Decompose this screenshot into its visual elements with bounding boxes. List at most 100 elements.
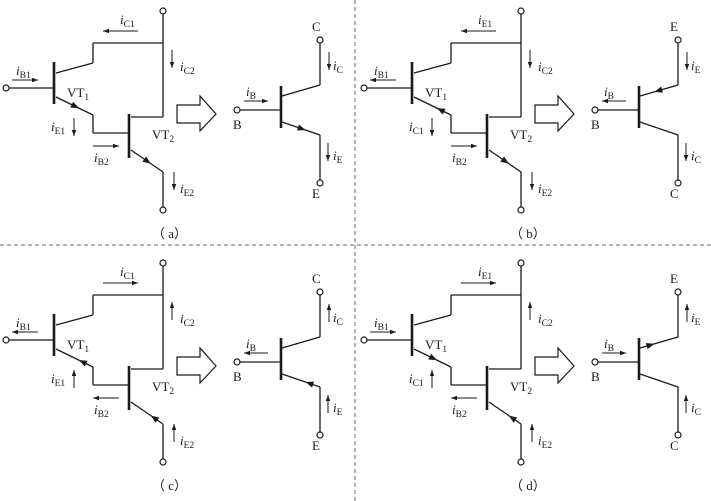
eq-base-terminal[interactable] — [233, 358, 241, 366]
vt1-label-main: VT — [425, 337, 442, 352]
eq-bottom-lead — [639, 121, 679, 136]
eq-ibot-label: iE — [333, 400, 343, 418]
top-terminal[interactable] — [159, 7, 167, 15]
i2-label-main: i — [180, 59, 184, 74]
i3-label-main: i — [16, 63, 20, 78]
eq-top-terminal[interactable] — [674, 36, 682, 44]
i6-label: iE2 — [180, 181, 194, 199]
eq-ibot-label: iC — [691, 400, 701, 418]
eq-ib-arrow-head — [262, 98, 268, 104]
eq-it-label: iC — [333, 310, 343, 328]
i4-label: iE1 — [51, 371, 65, 389]
i4-arrow-head — [429, 130, 435, 136]
eq-base-label: B — [591, 117, 600, 132]
i6-label-main: i — [538, 181, 542, 196]
eq-top-terminal[interactable] — [316, 36, 324, 44]
eq-top-terminal[interactable] — [316, 288, 324, 296]
bottom-terminal[interactable] — [517, 458, 525, 466]
eq-ib-arrow-head — [620, 350, 626, 356]
base-terminal[interactable] — [360, 336, 368, 344]
i3-label: iB1 — [374, 63, 389, 81]
i4-label: iE1 — [51, 119, 65, 137]
eq-ib-label: iB — [604, 84, 614, 102]
i5-label-sub: B2 — [98, 410, 109, 420]
eq-it-arrow-head — [684, 304, 690, 310]
i4-arrow-head — [429, 370, 435, 376]
i3-label-sub: B1 — [20, 71, 31, 81]
eq-top-label: C — [312, 271, 321, 286]
i5-label: iB2 — [94, 150, 109, 168]
equivalence-arrow — [534, 94, 575, 133]
i1-arrow-head — [103, 28, 109, 34]
i5-label: iB2 — [452, 402, 467, 420]
vt1-upper-lead — [55, 62, 94, 74]
eq-base-terminal[interactable] — [591, 358, 599, 366]
i4-label: iC1 — [409, 371, 424, 389]
i1-label: iE1 — [478, 12, 492, 30]
eq-base-terminal[interactable] — [591, 106, 599, 114]
eq-ib-label-sub: B — [250, 344, 256, 354]
eq-ibot-label-sub: E — [337, 156, 343, 166]
vt2-emitter-lead-arrow — [508, 415, 518, 423]
eq-top-lead-arrow — [654, 86, 664, 93]
bottom-terminal[interactable] — [159, 458, 167, 466]
eq-bottom-lead-arrow — [296, 124, 306, 131]
base-terminal[interactable] — [2, 336, 10, 344]
eq-bottom-terminal[interactable] — [316, 431, 324, 439]
top-terminal[interactable] — [159, 259, 167, 267]
i4-arrow-head — [71, 130, 77, 136]
eq-top-lead-arrow — [645, 342, 655, 350]
eq-top-lead — [281, 336, 321, 349]
eq-it-label-sub: E — [695, 66, 701, 76]
i2-label-sub: C2 — [184, 319, 195, 329]
vt1-label: VT1 — [67, 85, 89, 103]
eq-bottom-terminal[interactable] — [316, 179, 324, 187]
top-terminal[interactable] — [517, 259, 525, 267]
eq-ibot-label-main: i — [333, 400, 337, 415]
i4-label-main: i — [51, 371, 55, 386]
eq-it-label: iE — [691, 310, 701, 328]
eq-ibot-arrow-head — [325, 155, 331, 161]
eq-bottom-terminal[interactable] — [674, 179, 682, 187]
eq-base-label: B — [233, 117, 242, 132]
vt1-upper-lead — [413, 314, 452, 326]
i6-arrow-head — [529, 184, 535, 190]
eq-top-label: C — [312, 19, 321, 34]
i6-label-sub: E2 — [184, 189, 195, 199]
eq-ib-label: iB — [604, 336, 614, 354]
i6-label: iE2 — [538, 433, 552, 451]
vt1-label-sub: 1 — [442, 345, 447, 355]
vt2-label-main: VT — [510, 379, 527, 394]
bottom-terminal[interactable] — [159, 206, 167, 214]
i6-label: iE2 — [538, 181, 552, 199]
eq-ib-arrow-head — [244, 350, 250, 356]
i2-label: iC2 — [180, 59, 195, 77]
eq-base-terminal[interactable] — [233, 106, 241, 114]
i5-label-sub: B2 — [98, 158, 109, 168]
i2-label-sub: C2 — [542, 319, 553, 329]
vt1-label: VT1 — [67, 337, 89, 355]
base-terminal[interactable] — [2, 84, 10, 92]
i1-label-sub: E1 — [482, 20, 493, 30]
eq-bottom-terminal[interactable] — [674, 431, 682, 439]
i1-label-sub: E1 — [482, 272, 493, 282]
eq-top-terminal[interactable] — [674, 288, 682, 296]
top-terminal[interactable] — [517, 7, 525, 15]
i1-label-main: i — [478, 12, 482, 27]
i1-label-main: i — [120, 264, 124, 279]
eq-it-label: iE — [691, 58, 701, 76]
vt2-label-main: VT — [510, 127, 527, 142]
i2-label-main: i — [180, 311, 184, 326]
vt2-label: VT2 — [152, 127, 174, 145]
eq-ib-label-main: i — [246, 336, 250, 351]
i2-label-sub: C2 — [184, 67, 195, 77]
bottom-terminal[interactable] — [517, 206, 525, 214]
vt1-label-main: VT — [425, 85, 442, 100]
vt1-lower-lead — [55, 348, 94, 368]
eq-ib-arrow-head — [602, 98, 608, 104]
i5-label-main: i — [94, 150, 98, 165]
vt2-emitter-lead — [488, 401, 522, 425]
eq-ibot-arrow-head — [325, 395, 331, 401]
base-terminal[interactable] — [360, 84, 368, 92]
